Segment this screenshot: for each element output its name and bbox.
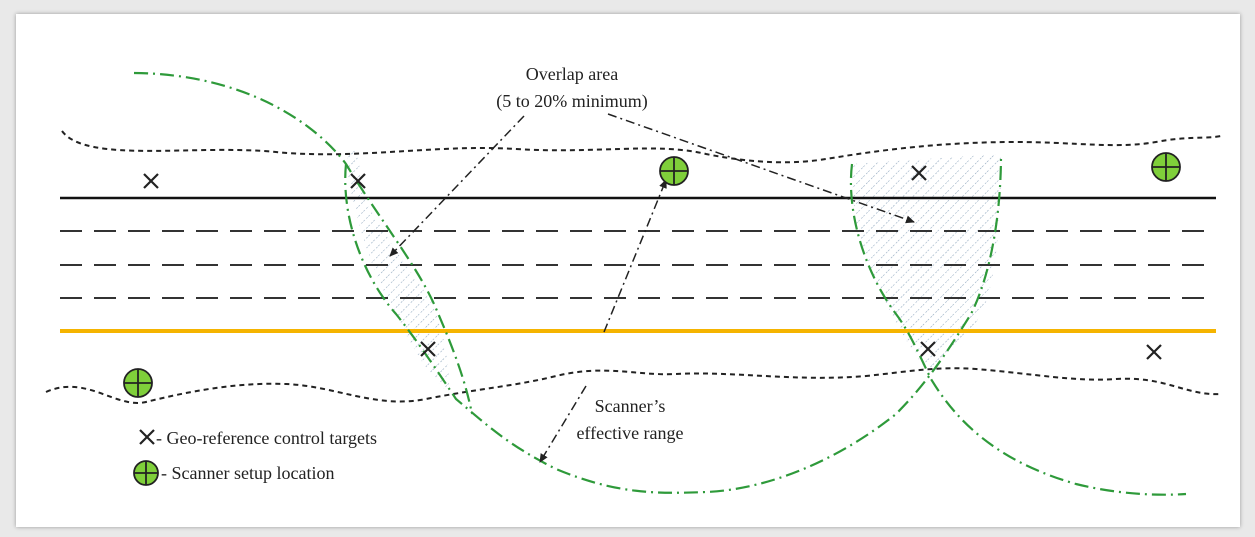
- target-x-icon: [143, 173, 159, 189]
- scanner-range-arc-left: [133, 71, 474, 415]
- scanner-setup-icon: [1151, 152, 1181, 182]
- scanner-range-arc-left-inner: [344, 153, 1003, 494]
- overlap-region-right: [852, 154, 1001, 372]
- overlap-arrow-left: [389, 115, 525, 257]
- overlap-label-line2: (5 to 20% minimum): [496, 91, 648, 112]
- scanner-setup-icon: [659, 156, 689, 186]
- target-x-icon: [911, 165, 927, 181]
- legend-setup-label: - Scanner setup location: [161, 463, 334, 483]
- target-x-icon: [420, 341, 436, 357]
- diagram-frame: Overlap area (5 to 20% minimum) Scanner’…: [16, 14, 1240, 527]
- legend-target-x-icon: [139, 429, 155, 445]
- target-x-icon: [350, 173, 366, 189]
- scan-layout-diagram: Overlap area (5 to 20% minimum) Scanner’…: [45, 64, 1222, 496]
- range-arrow-down: [539, 385, 587, 463]
- overlap-arrow-right: [607, 113, 915, 224]
- target-x-icon: [1146, 344, 1162, 360]
- range-arrow-up: [603, 179, 667, 333]
- legend: - Geo-reference control targets - Scanne…: [133, 428, 377, 486]
- overlap-label-line1: Overlap area: [526, 64, 618, 84]
- legend-setup-icon: [133, 460, 159, 486]
- legend-targets-label: - Geo-reference control targets: [156, 428, 377, 448]
- corridor-boundary-top: [61, 130, 1222, 164]
- corridor-boundary-bottom: [45, 367, 1222, 404]
- scanner-setup-icon: [123, 368, 153, 398]
- overlap-region-left: [346, 150, 450, 394]
- range-label-line2: effective range: [576, 423, 683, 443]
- scanner-range-arc-right: [849, 163, 1187, 496]
- range-label-line1: Scanner’s: [595, 396, 666, 416]
- target-x-icon: [920, 341, 936, 357]
